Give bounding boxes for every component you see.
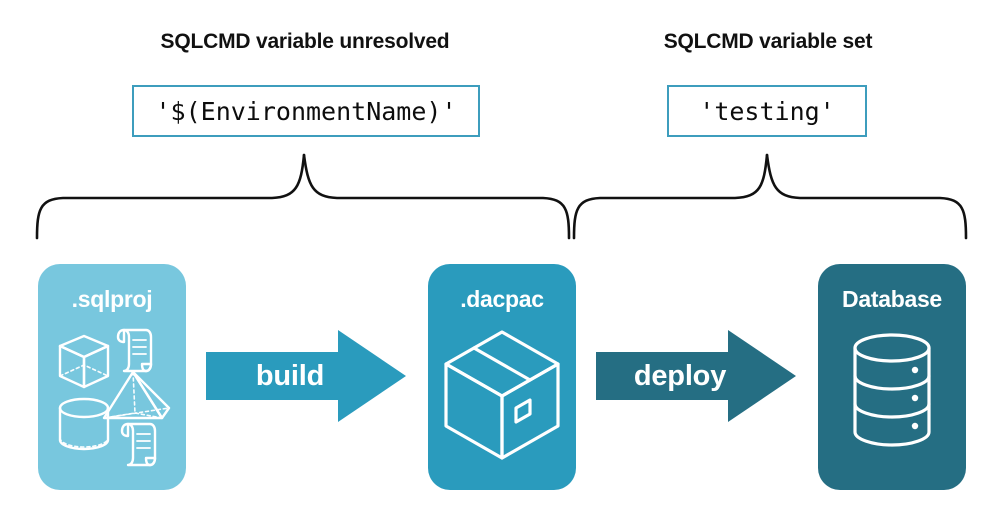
arrow-build-shape [206, 330, 406, 422]
arrow-deploy-shape [596, 330, 796, 422]
database-artwork [818, 320, 966, 475]
code-box-testing-value: 'testing' [667, 85, 867, 137]
arrow-build: build [206, 328, 408, 424]
pyramid-icon [102, 370, 171, 420]
stage-label-sqlproj: .sqlproj [71, 286, 153, 312]
arrow-deploy: deploy [596, 328, 798, 424]
brace-right-icon [572, 153, 968, 240]
stage-label-dacpac: .dacpac [460, 286, 544, 312]
heading-sqlcmd-variable-unresolved: SQLCMD variable unresolved [160, 30, 450, 53]
cylinder-icon [58, 397, 110, 451]
stage-box-dacpac: .dacpac [428, 264, 576, 490]
scroll-icon [116, 328, 153, 373]
database-cylinder-icon [853, 333, 931, 447]
dacpac-artwork [428, 320, 576, 475]
sqlproj-icon-group [58, 328, 171, 467]
code-box-environment-name: '$(EnvironmentName)' [132, 85, 480, 137]
package-box-icon [444, 330, 560, 460]
sqlproj-artwork [38, 320, 186, 475]
cube-icon [58, 334, 110, 389]
heading-sqlcmd-variable-set: SQLCMD variable set [663, 30, 873, 53]
arrow-deploy-label: deploy [633, 359, 727, 392]
brace-left-icon [35, 153, 571, 240]
arrow-build-label: build [255, 359, 325, 392]
stage-box-database: Database [818, 264, 966, 490]
stage-label-database: Database [842, 286, 942, 312]
stage-box-sqlproj: .sqlproj [38, 264, 186, 490]
scroll-icon [120, 422, 157, 467]
